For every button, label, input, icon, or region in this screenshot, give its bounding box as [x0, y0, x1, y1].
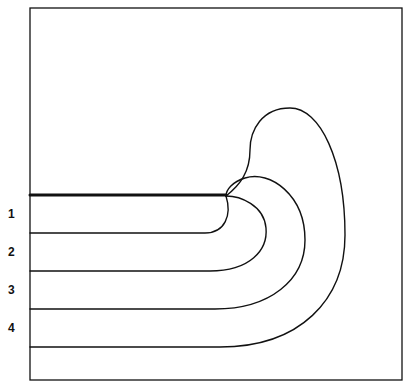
callout-number: 1 — [8, 207, 15, 221]
layer-boundary — [30, 196, 266, 271]
thrust-plane — [30, 194, 226, 197]
callout-number: 4 — [8, 321, 15, 335]
layer-boundary — [30, 177, 305, 309]
callout-number: 3 — [8, 283, 15, 297]
callout-number: 2 — [8, 245, 15, 259]
layer-boundary — [30, 196, 228, 233]
frame — [30, 8, 402, 380]
layer-boundary — [30, 108, 345, 347]
